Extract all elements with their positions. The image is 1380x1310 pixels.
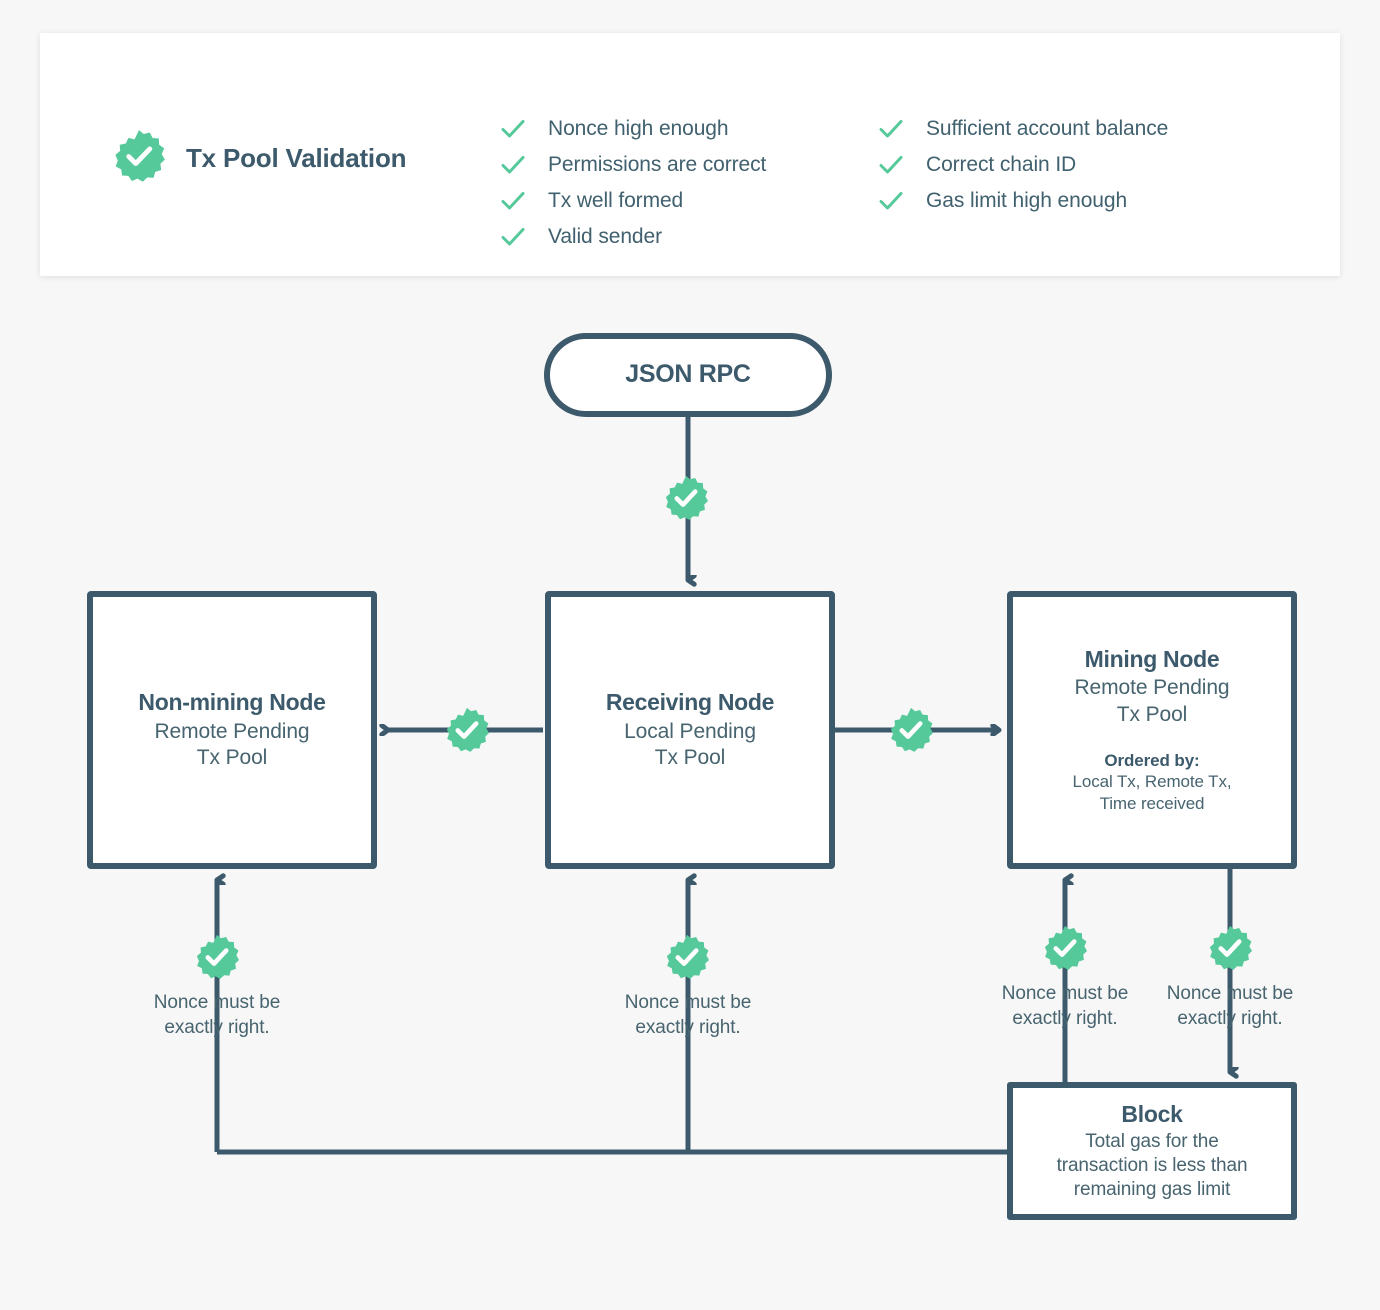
checklist-label: Permissions are correct	[548, 153, 767, 176]
checklist-item: Sufficient account balance	[878, 111, 1168, 147]
check-icon	[878, 188, 904, 214]
checklist-label: Gas limit high enough	[926, 189, 1128, 212]
node-title: Block	[1121, 1100, 1183, 1127]
checklist-item: Valid sender	[500, 219, 766, 255]
check-badge-icon	[663, 475, 709, 521]
page-title: Tx Pool Validation	[186, 143, 407, 173]
check-icon	[500, 188, 526, 214]
tx-pool-validation-card: Tx Pool Validation Nonce high enough Per…	[40, 33, 1340, 276]
node-title: JSON RPC	[625, 360, 751, 389]
node-title: Non-mining Node	[138, 688, 326, 715]
node-subtitle: Local Pending Tx Pool	[624, 719, 756, 770]
validation-checklist-right: Sufficient account balance Correct chain…	[878, 111, 1168, 219]
check-badge-icon	[664, 934, 710, 980]
checklist-label: Correct chain ID	[926, 153, 1077, 176]
node-json-rpc[interactable]: JSON RPC	[544, 333, 832, 417]
checklist-item: Nonce high enough	[500, 111, 766, 147]
node-title: Receiving Node	[605, 688, 775, 715]
node-subtitle: Total gas for the transaction is less th…	[1056, 1131, 1248, 1201]
node-block[interactable]: Block Total gas for the transaction is l…	[1007, 1082, 1297, 1220]
checklist-label: Sufficient account balance	[926, 117, 1169, 140]
check-badge-icon	[1042, 925, 1088, 971]
checklist-item: Permissions are correct	[500, 147, 766, 183]
node-receiving-node[interactable]: Receiving Node Local Pending Tx Pool	[545, 591, 835, 869]
checklist-item: Gas limit high enough	[878, 183, 1168, 219]
ordered-by-label: Ordered by:	[1104, 751, 1200, 771]
checklist-label: Tx well formed	[548, 189, 684, 212]
edge-note: Nonce must be exactly right.	[153, 992, 281, 1038]
ordered-by-value: Local Tx, Remote Tx, Time received	[1072, 772, 1232, 814]
checklist-item: Correct chain ID	[878, 147, 1168, 183]
check-badge-icon	[194, 934, 240, 980]
node-mining-node[interactable]: Mining Node Remote Pending Tx Pool Order…	[1007, 591, 1297, 869]
node-subtitle: Remote Pending Tx Pool	[1074, 676, 1230, 727]
node-subtitle: Remote Pending Tx Pool	[154, 719, 310, 770]
check-icon	[878, 116, 904, 142]
node-non-mining-node[interactable]: Non-mining Node Remote Pending Tx Pool	[87, 591, 377, 869]
check-badge-icon	[112, 129, 166, 188]
validation-checklist-left: Nonce high enough Permissions are correc…	[500, 111, 766, 255]
header-badge-group: Tx Pool Validation	[112, 129, 407, 188]
check-badge-icon	[444, 707, 490, 753]
check-icon	[500, 152, 526, 178]
checklist-label: Valid sender	[548, 225, 662, 248]
checklist-item: Tx well formed	[500, 183, 766, 219]
check-badge-icon	[1207, 925, 1253, 971]
check-icon	[878, 152, 904, 178]
check-icon	[500, 224, 526, 250]
node-title: Mining Node	[1084, 645, 1220, 672]
edge-note: Nonce must be exactly right.	[624, 992, 752, 1038]
check-icon	[500, 116, 526, 142]
check-badge-icon	[888, 707, 934, 753]
checklist-label: Nonce high enough	[548, 117, 729, 140]
edge-note: Nonce must be exactly right.	[1001, 983, 1129, 1029]
edge-note: Nonce must be exactly right.	[1166, 983, 1294, 1029]
